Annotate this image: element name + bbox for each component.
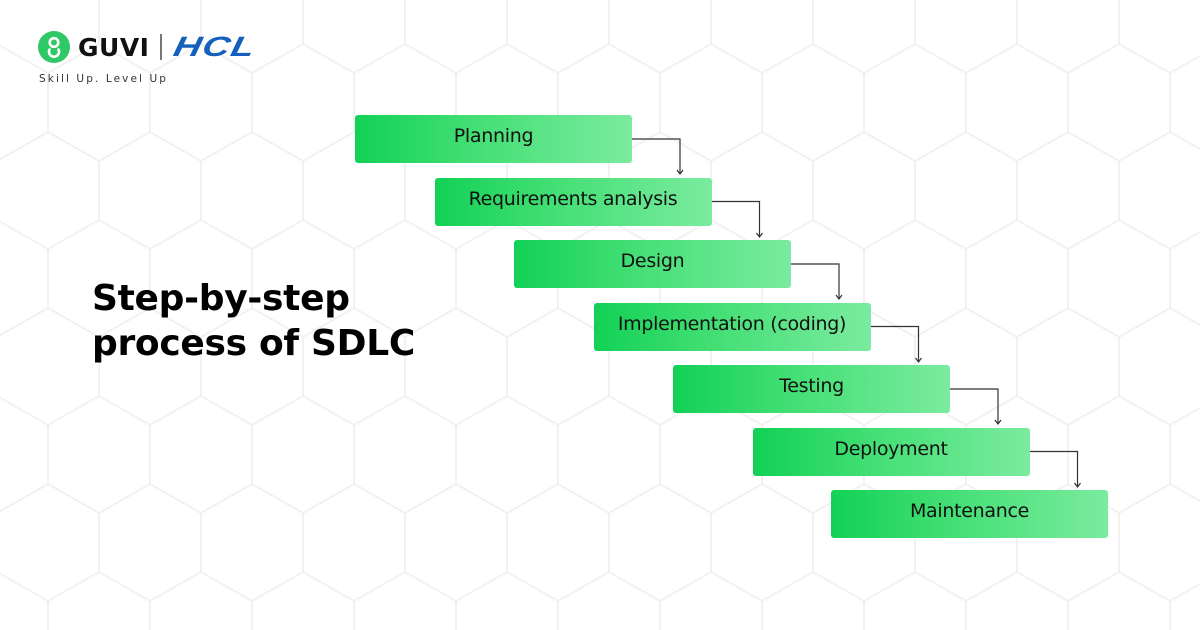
step-label: Planning — [453, 125, 534, 147]
guvi-wordmark: GUVI — [78, 32, 150, 62]
logo-divider — [160, 34, 162, 60]
step-maintenance: Maintenance — [831, 490, 1108, 538]
step-label: Design — [620, 250, 685, 272]
guvi-logo-icon — [38, 31, 70, 63]
title-line-2: process of SDLC — [92, 323, 415, 364]
brand-tagline: Skill Up. Level Up — [39, 73, 169, 85]
step-label: Implementation (coding) — [617, 312, 847, 335]
step-label: Requirements analysis — [468, 187, 678, 210]
step-requirements-analysis: Requirements analysis — [434, 177, 712, 226]
hcl-wordmark: HCL — [170, 31, 260, 62]
page-title: Step-by-step process of SDLC — [92, 276, 415, 366]
title-line-1: Step-by-step — [92, 278, 350, 319]
step-deployment: Deployment — [752, 427, 1030, 476]
step-label: Maintenance — [909, 500, 1030, 522]
step-label: Deployment — [834, 437, 948, 460]
step-testing: Testing — [673, 365, 950, 413]
step-design: Design — [514, 240, 791, 288]
step-label: Testing — [779, 375, 844, 397]
brand-logo: GUVI HCL Skill Up. Level Up — [38, 30, 259, 85]
step-planning: Planning — [355, 115, 632, 163]
step-implementation: Implementation (coding) — [593, 302, 871, 351]
